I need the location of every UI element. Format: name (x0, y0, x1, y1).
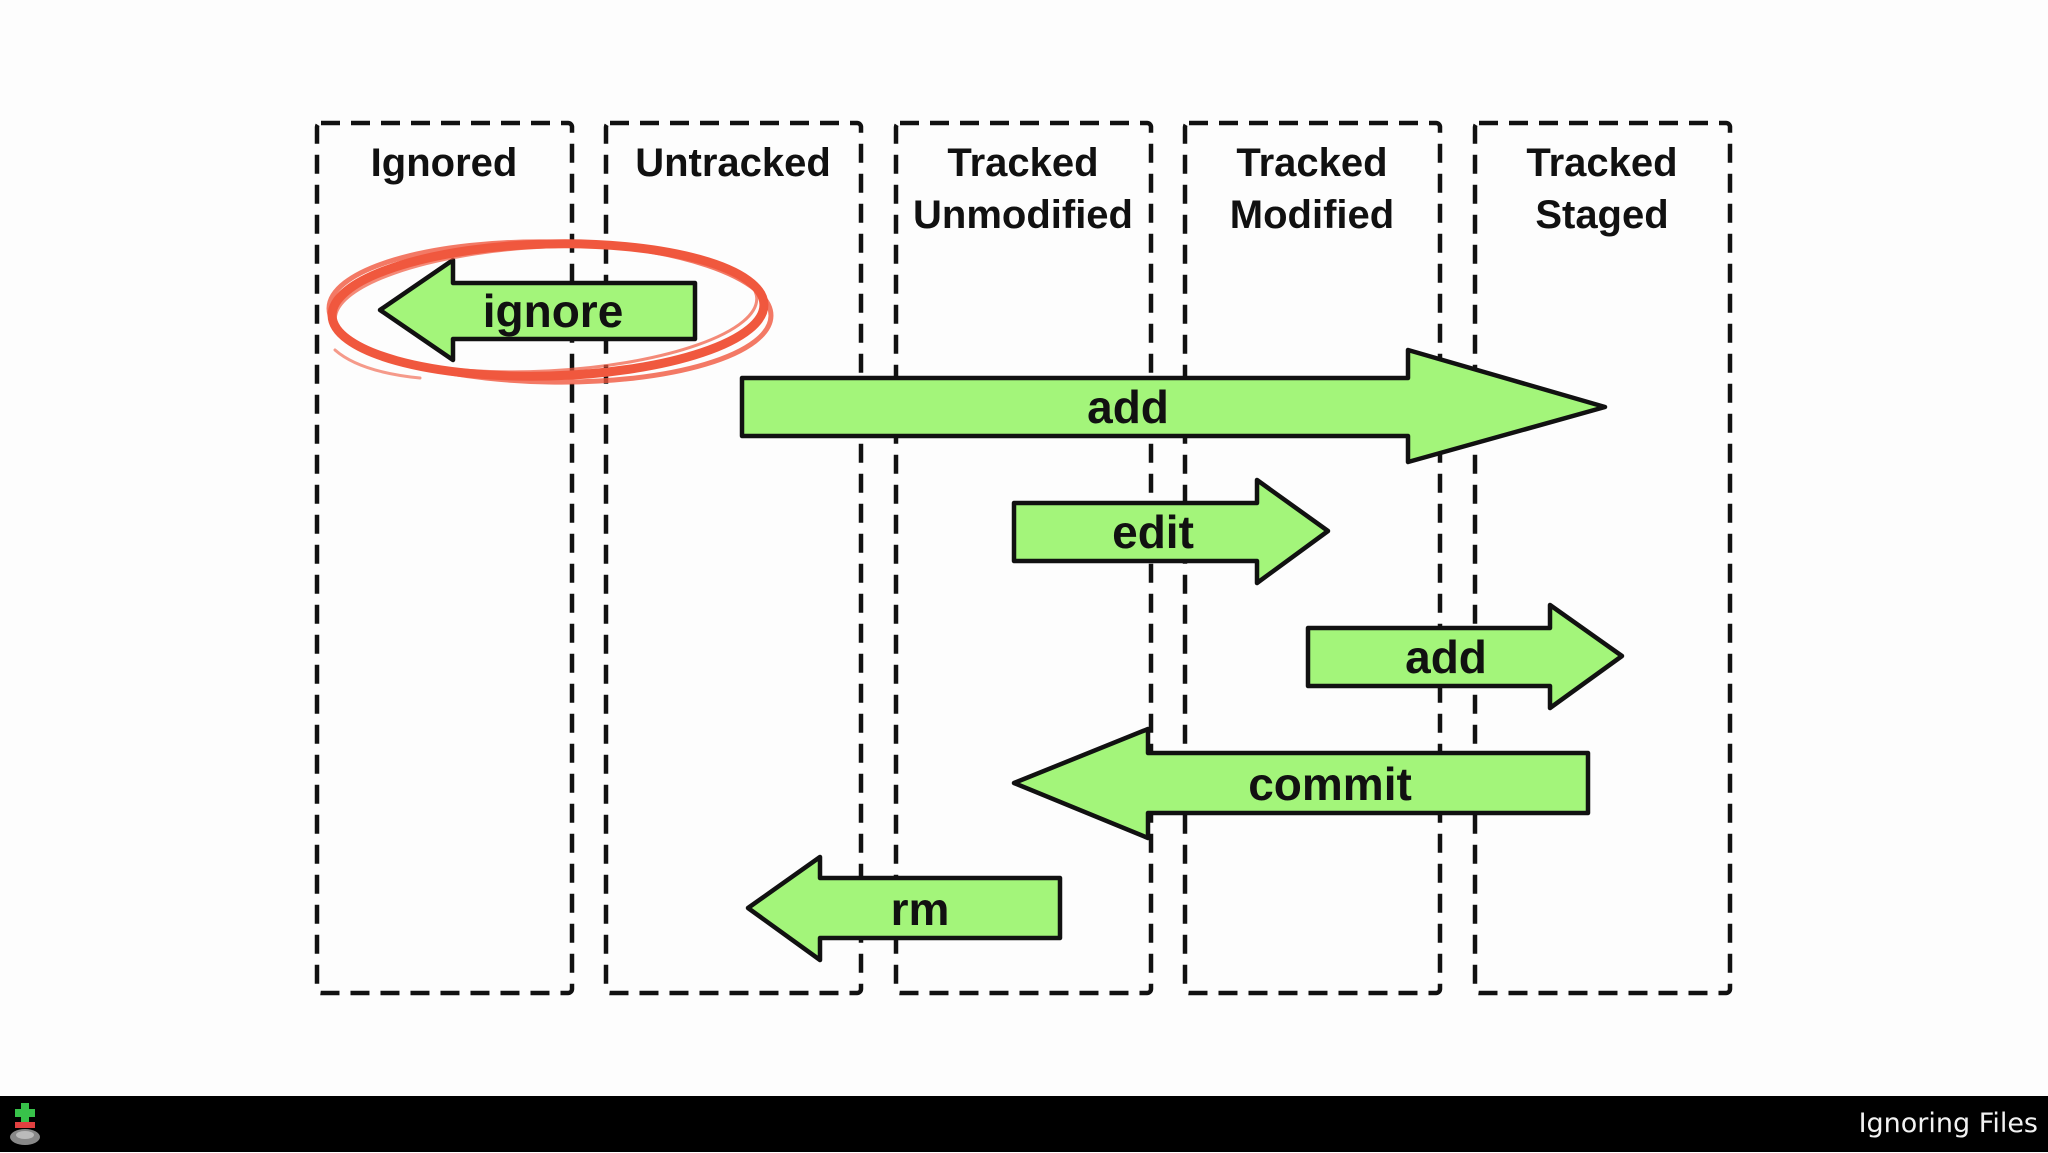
arrow-label-add-long: add (1087, 381, 1169, 433)
column-title-tracked-staged-line1: Tracked (1526, 141, 1677, 185)
column-box-tracked-staged (1472, 120, 1733, 996)
column-title-untracked: Untracked (635, 141, 831, 185)
bottom-bar: Ignoring Files (0, 1096, 2048, 1152)
column-box-ignored (314, 120, 575, 996)
slide-title: Ignoring Files (1858, 1108, 2038, 1139)
arrow-rm (745, 854, 1063, 963)
column-title-tracked-modified-line1: Tracked (1236, 141, 1387, 185)
column-title-tracked-staged-line2: Staged (1535, 193, 1668, 237)
arrow-edit (1011, 477, 1331, 586)
arrow-label-add-short: add (1405, 631, 1487, 683)
arrow-add-modified-to-staged (1305, 602, 1625, 711)
column-title-tracked-modified-line2: Modified (1230, 193, 1394, 237)
app-logo-icon (8, 1100, 48, 1148)
arrow-ignore (377, 257, 698, 363)
column-title-ignored: Ignored (371, 141, 518, 185)
arrow-label-rm: rm (891, 883, 950, 935)
arrow-label-commit: commit (1248, 758, 1412, 810)
arrow-commit (1011, 726, 1591, 841)
slide-canvas: Ignored Untracked Tracked Unmodified Tra… (314, 120, 1733, 996)
column-title-tracked-unmodified-line1: Tracked (947, 141, 1098, 185)
column-box-tracked-unmodified (893, 120, 1154, 996)
column-title-tracked-unmodified-line2: Unmodified (913, 193, 1133, 237)
highlight-circle (326, 239, 774, 385)
arrow-add-untracked-to-staged (739, 347, 1608, 465)
git-file-lifecycle-diagram: Ignored Untracked Tracked Unmodified Tra… (314, 120, 1733, 996)
arrow-label-ignore: ignore (483, 285, 624, 337)
arrow-label-edit: edit (1112, 506, 1194, 558)
column-box-untracked (603, 120, 864, 996)
